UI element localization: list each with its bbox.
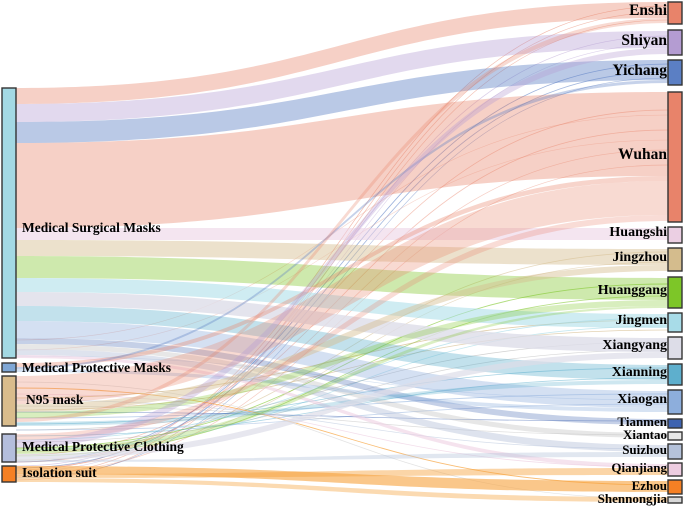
sankey-thin-flow: [15, 403, 669, 431]
sankey-node-huangshi[interactable]: [667, 226, 683, 244]
sankey-node-mpc[interactable]: [1, 433, 17, 463]
sankey-flow-msm-to-shiyan[interactable]: [16, 31, 668, 122]
sankey-thin-flow: [15, 329, 669, 411]
sankey-flow-msm-to-xianning[interactable]: [16, 306, 668, 380]
sankey-thin-flow: [15, 251, 669, 453]
sankey-node-jingmen[interactable]: [667, 312, 683, 333]
sankey-flow-msm-to-xiantao[interactable]: [16, 344, 668, 438]
sankey-flow-n95-to-wuhan[interactable]: [16, 181, 668, 404]
sankey-node-iso[interactable]: [1, 465, 17, 483]
sankey-node-huanggang[interactable]: [667, 276, 683, 309]
sankey-flow-msm-to-xiaogan[interactable]: [16, 321, 668, 408]
sankey-flow-mpc-to-xiangyang[interactable]: [16, 352, 668, 460]
sankey-flow-msm-to-huanggang[interactable]: [16, 256, 668, 300]
sankey-flow-msm-to-suizhou[interactable]: [16, 349, 668, 452]
sankey-node-n95[interactable]: [1, 375, 17, 427]
sankey-thin-flow: [15, 114, 669, 341]
sankey-flow-msm-to-jingmen[interactable]: [16, 278, 668, 328]
sankey-flow-msm-to-wuhan[interactable]: [16, 92, 668, 228]
sankey-flow-mpm-to-xiaogan[interactable]: [16, 369, 668, 412]
sankey-thin-flow: [15, 405, 669, 436]
sankey-flow-mpc-to-wuhan[interactable]: [16, 215, 668, 440]
sankey-node-xiaogan[interactable]: [667, 389, 683, 415]
sankey-node-yichang[interactable]: [667, 59, 683, 86]
sankey-flow-msm-to-qianjiang[interactable]: [16, 355, 668, 468]
sankey-node-xiangyang[interactable]: [667, 336, 683, 360]
sankey-node-xiantao[interactable]: [667, 431, 683, 441]
sankey-flow-mpc-to-shiyan[interactable]: [16, 48, 668, 448]
sankey-thin-flow: [15, 381, 669, 500]
sankey-flow-msm-to-yichang[interactable]: [16, 60, 668, 143]
sankey-node-qianjiang[interactable]: [667, 462, 683, 477]
sankey-flow-msm-to-jingzhou[interactable]: [16, 240, 668, 265]
sankey-thin-flow: [15, 139, 669, 351]
sankey-flow-msm-to-huangshi[interactable]: [16, 228, 668, 240]
sankey-thin-flow: [15, 109, 669, 456]
sankey-flow-mpc-to-suizhou[interactable]: [16, 452, 668, 462]
sankey-node-enshi[interactable]: [667, 1, 683, 25]
sankey-node-shennongjia[interactable]: [667, 496, 683, 504]
sankey-flow-n95-to-enshi[interactable]: [16, 18, 668, 422]
sankey-thin-flow: [15, 325, 669, 451]
sankey-node-suizhou[interactable]: [667, 443, 683, 460]
sankey-flow-iso-to-shennongjia[interactable]: [16, 478, 668, 502]
sankey-thin-flow: [15, 367, 669, 425]
sankey-node-jingzhou[interactable]: [667, 247, 683, 272]
sankey-flow-mpm-to-wuhan[interactable]: [16, 176, 668, 367]
sankey-thin-flow: [15, 411, 669, 422]
sankey-flow-iso-to-ezhou[interactable]: [16, 466, 668, 492]
sankey-flow-n95-to-huanggang[interactable]: [16, 300, 668, 418]
sankey-node-msm[interactable]: [1, 87, 17, 359]
sankey-flow-msm-to-xiangyang[interactable]: [16, 292, 668, 352]
sankey-node-tianmen[interactable]: [667, 418, 683, 429]
sankey-flow-mpc-to-huanggang[interactable]: [16, 306, 668, 454]
sankey-node-xianning[interactable]: [667, 363, 683, 386]
sankey-node-ezhou[interactable]: [667, 479, 683, 495]
sankey-thin-flow: [15, 77, 669, 479]
sankey-thin-flow: [15, 35, 669, 467]
sankey-thin-flow: [15, 71, 669, 469]
sankey-thin-flow: [15, 355, 669, 401]
sankey-flow-mpm-to-yichang[interactable]: [16, 80, 668, 369]
sankey-thin-flow: [15, 393, 669, 468]
sankey-thin-flow: [15, 295, 669, 457]
sankey-thin-flow: [15, 283, 669, 449]
sankey-node-shiyan[interactable]: [667, 29, 683, 56]
flow-layer: [16, 2, 668, 502]
sankey-flow-iso-to-qianjiang[interactable]: [16, 468, 668, 478]
sankey-flow-n95-to-jingzhou[interactable]: [16, 265, 668, 412]
sankey-thin-flow: [15, 399, 669, 450]
sankey-node-wuhan[interactable]: [667, 91, 683, 223]
sankey-node-mpm[interactable]: [1, 362, 17, 373]
sankey-flow-msm-to-enshi[interactable]: [16, 2, 668, 104]
sankey-flow-msm-to-tianmen[interactable]: [16, 338, 668, 425]
sankey-thin-flow: [15, 43, 669, 473]
